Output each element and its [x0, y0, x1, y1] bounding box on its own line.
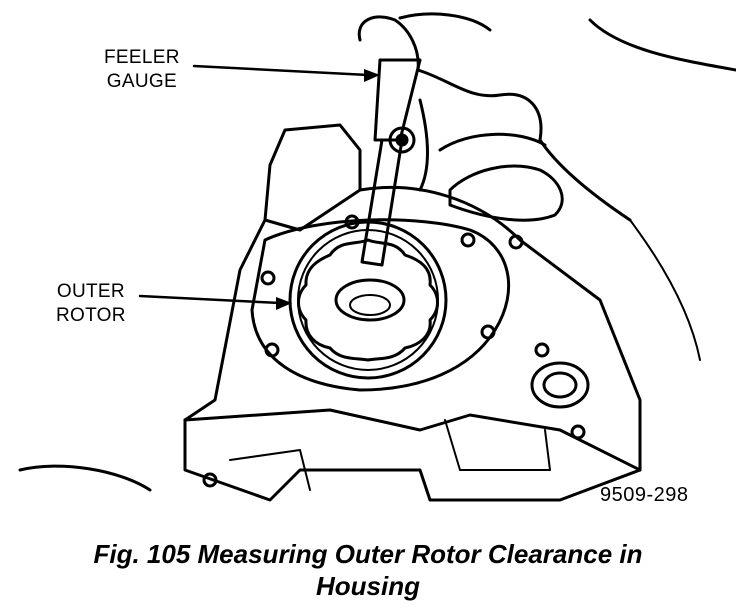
caption-line1: Fig. 105 Measuring Outer Rotor Clearance…	[93, 539, 643, 569]
feeler-gauge-leader	[192, 64, 380, 82]
figure-caption: Fig. 105 Measuring Outer Rotor Clearance…	[0, 538, 736, 602]
outer-rotor-label: OUTER ROTOR	[56, 280, 126, 328]
pump-housing-illustration	[18, 12, 736, 502]
outer-rotor-leader	[138, 294, 292, 310]
gasket-plate-drawing	[202, 214, 586, 488]
outer-rotor-drawing	[288, 220, 590, 409]
feeler-gauge-label-line1: FEELER	[104, 47, 180, 68]
figure-number: 9509-298	[600, 484, 689, 506]
feeler-gauge-label-line2: GAUGE	[106, 71, 177, 92]
hand-drawing	[357, 12, 736, 361]
outer-rotor-label-line2: ROTOR	[56, 305, 126, 326]
outer-rotor-label-line1: OUTER	[56, 281, 125, 302]
caption-line2: Housing	[316, 571, 420, 601]
feeler-gauge-label: FEELER GAUGE	[104, 46, 180, 94]
